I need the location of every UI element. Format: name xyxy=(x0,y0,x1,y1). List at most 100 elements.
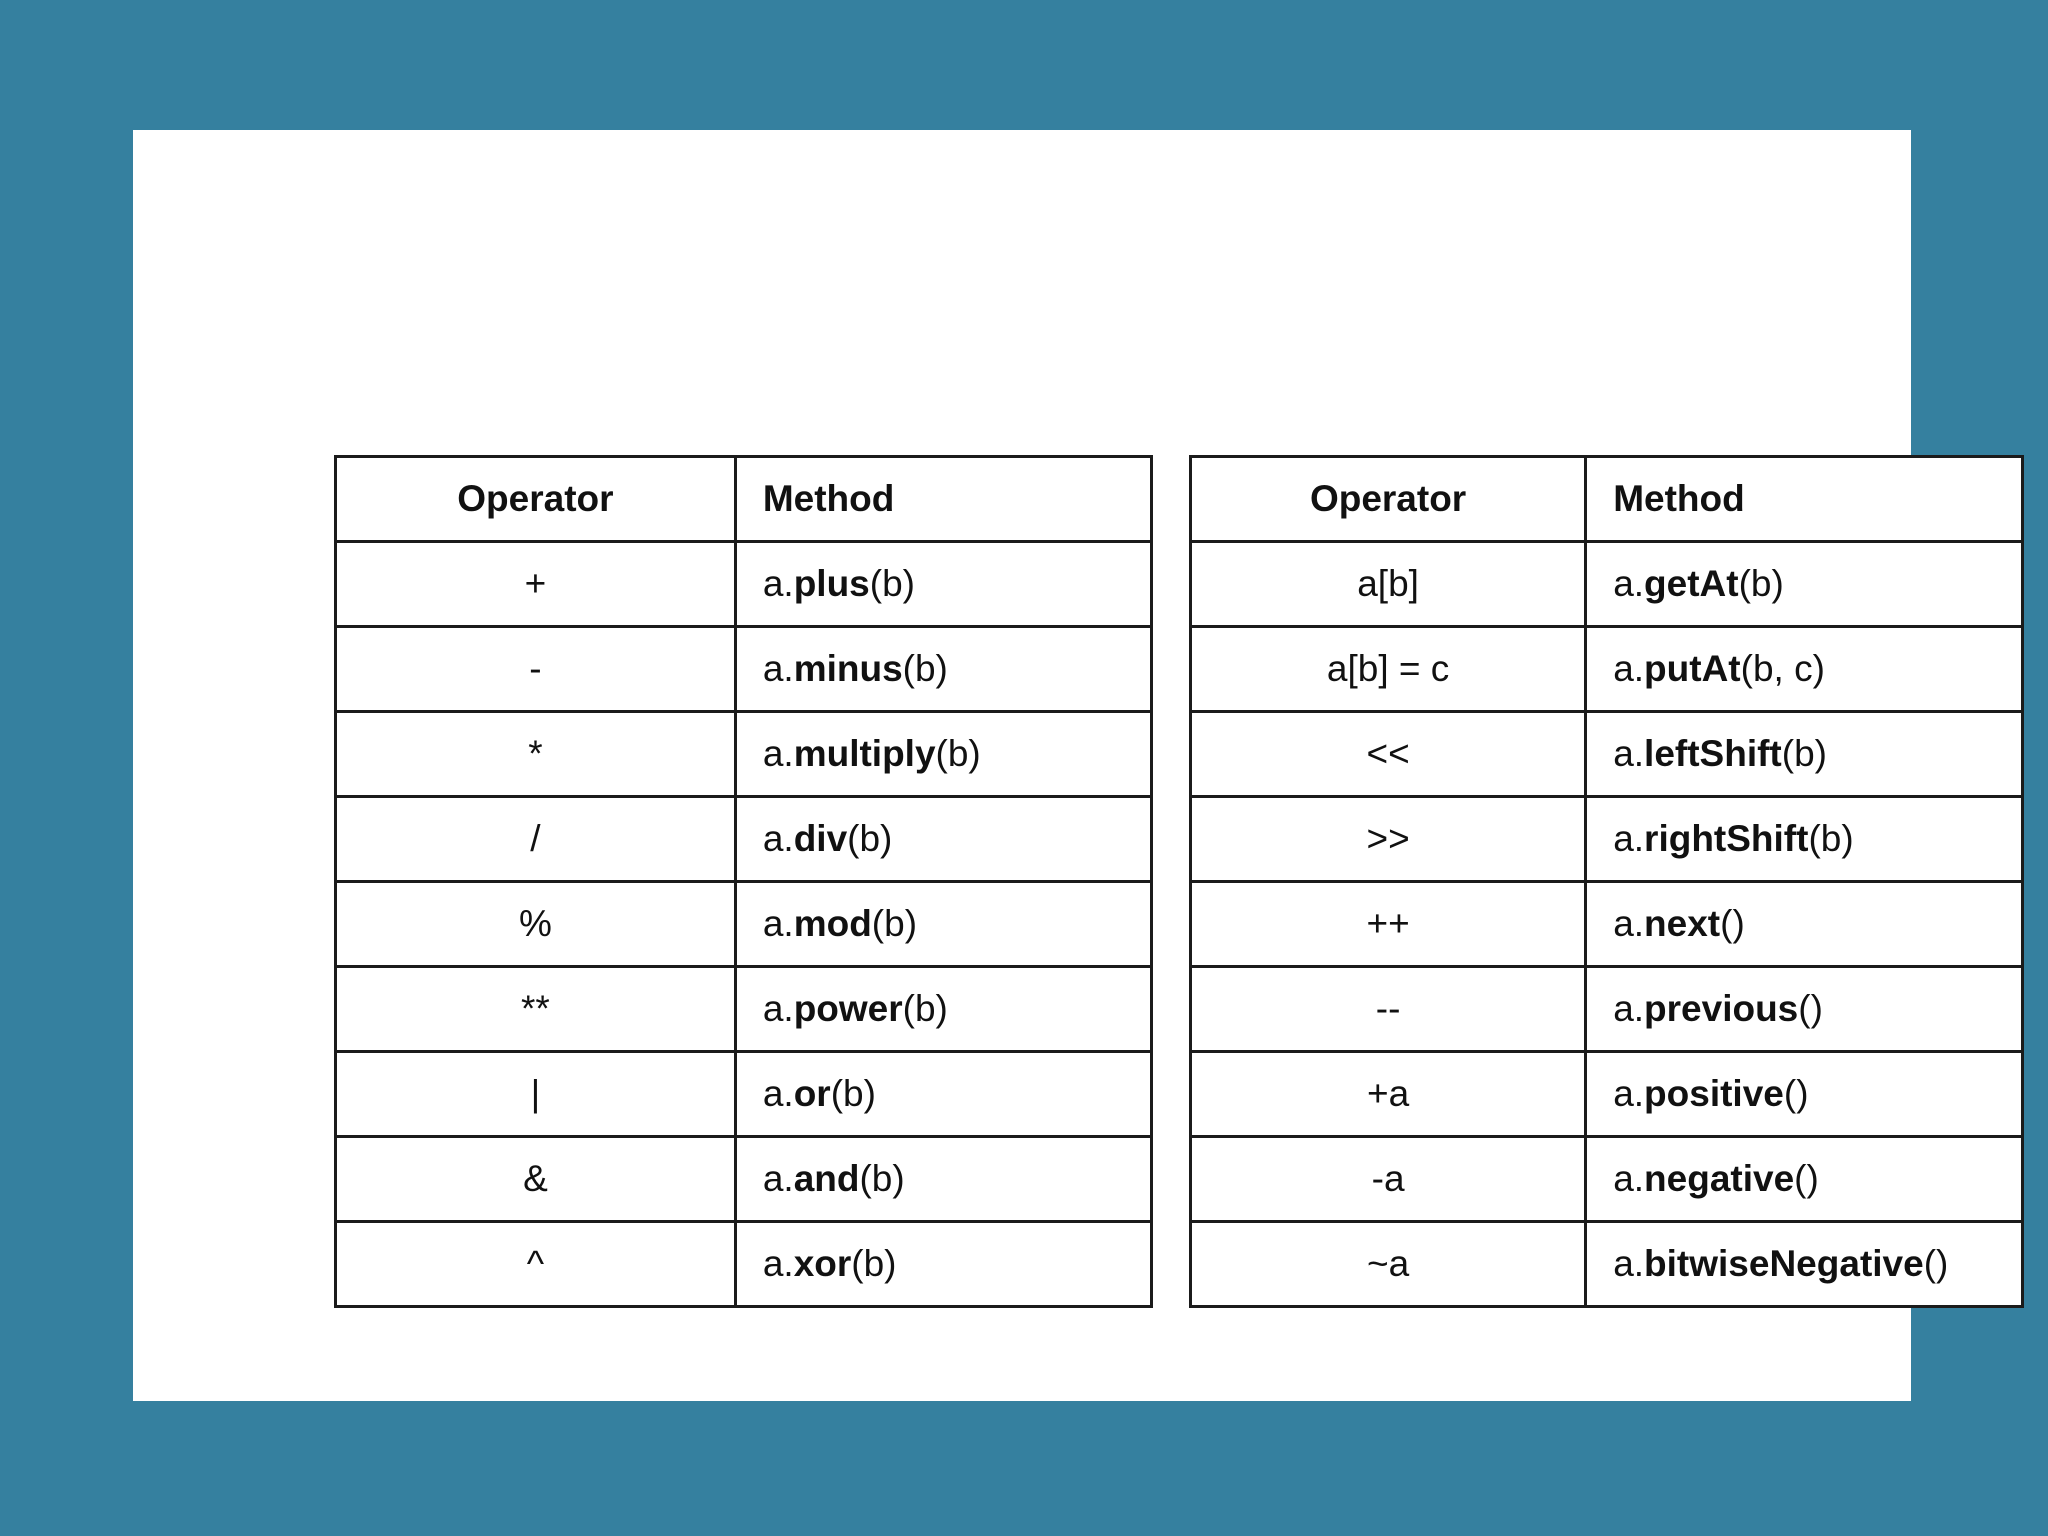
operator-cell: << xyxy=(1188,710,1588,798)
method-cell: a.xor(b) xyxy=(733,1220,1154,1308)
column-header-operator: Operator xyxy=(1188,455,1588,543)
method-prefix: a. xyxy=(1613,988,1645,1029)
operator-cell: ++ xyxy=(1188,880,1588,968)
method-cell: a.multiply(b) xyxy=(733,710,1154,798)
table-row: % a.mod(b) xyxy=(334,880,1154,968)
method-name: and xyxy=(793,1158,860,1199)
operator-cell: | xyxy=(334,1050,737,1138)
method-args: (b) xyxy=(902,648,948,689)
method-args: (b) xyxy=(859,1158,905,1199)
operator-cell: + xyxy=(334,540,737,628)
content-card: Operator Method + a.plus(b) - a.minus(b)… xyxy=(133,130,2024,1401)
column-header-operator: Operator xyxy=(334,455,737,543)
method-prefix: a. xyxy=(762,563,794,604)
method-prefix: a. xyxy=(1613,1243,1645,1284)
method-prefix: a. xyxy=(1613,563,1645,604)
method-name: putAt xyxy=(1644,648,1741,689)
method-name: negative xyxy=(1644,1158,1795,1199)
method-args: (b) xyxy=(830,1073,876,1114)
operator-cell: / xyxy=(334,795,737,883)
operator-cell: >> xyxy=(1188,795,1588,883)
method-prefix: a. xyxy=(762,1073,794,1114)
operator-cell: ~a xyxy=(1188,1220,1588,1308)
method-prefix: a. xyxy=(762,818,794,859)
method-args: (b) xyxy=(902,988,948,1029)
method-prefix: a. xyxy=(762,1243,794,1284)
method-args: (b) xyxy=(847,818,893,859)
column-header-method: Method xyxy=(733,455,1154,543)
column-header-method: Method xyxy=(1584,455,2024,543)
method-args: () xyxy=(1798,988,1823,1029)
method-cell: a.leftShift(b) xyxy=(1584,710,2024,798)
method-name: rightShift xyxy=(1644,818,1809,859)
method-cell: a.minus(b) xyxy=(733,625,1154,713)
table-row: << a.leftShift(b) xyxy=(1188,710,2024,798)
table-row: * a.multiply(b) xyxy=(334,710,1154,798)
method-prefix: a. xyxy=(762,1158,794,1199)
table-row: >> a.rightShift(b) xyxy=(1188,795,2024,883)
method-cell: a.power(b) xyxy=(733,965,1154,1053)
table-row: + a.plus(b) xyxy=(334,540,1154,628)
method-prefix: a. xyxy=(1613,1158,1645,1199)
table-header-row: Operator Method xyxy=(1188,455,2024,543)
operator-cell: % xyxy=(334,880,737,968)
operator-cell: & xyxy=(334,1135,737,1223)
table-row: ~a a.bitwiseNegative() xyxy=(1188,1220,2024,1308)
method-name: bitwiseNegative xyxy=(1644,1243,1924,1284)
method-name: minus xyxy=(793,648,903,689)
table-header-row: Operator Method xyxy=(334,455,1154,543)
method-prefix: a. xyxy=(1613,648,1645,689)
method-name: next xyxy=(1644,903,1721,944)
method-prefix: a. xyxy=(1613,903,1645,944)
method-args: (b) xyxy=(1808,818,1854,859)
method-name: xor xyxy=(793,1243,852,1284)
operator-cell: a[b] = c xyxy=(1188,625,1588,713)
operator-cell: a[b] xyxy=(1188,540,1588,628)
method-cell: a.getAt(b) xyxy=(1584,540,2024,628)
method-args: () xyxy=(1794,1158,1819,1199)
table-row: - a.minus(b) xyxy=(334,625,1154,713)
table-row: ++ a.next() xyxy=(1188,880,2024,968)
method-prefix: a. xyxy=(762,733,794,774)
method-cell: a.mod(b) xyxy=(733,880,1154,968)
method-args: (b) xyxy=(869,563,915,604)
method-prefix: a. xyxy=(1613,818,1645,859)
method-prefix: a. xyxy=(762,648,794,689)
operator-cell: -- xyxy=(1188,965,1588,1053)
table-row: | a.or(b) xyxy=(334,1050,1154,1138)
method-name: multiply xyxy=(793,733,936,774)
method-name: positive xyxy=(1644,1073,1784,1114)
method-cell: a.and(b) xyxy=(733,1135,1154,1223)
method-name: div xyxy=(793,818,848,859)
method-prefix: a. xyxy=(762,903,794,944)
method-cell: a.rightShift(b) xyxy=(1584,795,2024,883)
method-cell: a.negative() xyxy=(1584,1135,2024,1223)
table-row: a[b] a.getAt(b) xyxy=(1188,540,2024,628)
method-cell: a.bitwiseNegative() xyxy=(1584,1220,2024,1308)
table-row: +a a.positive() xyxy=(1188,1050,2024,1138)
method-prefix: a. xyxy=(762,988,794,1029)
method-cell: a.putAt(b, c) xyxy=(1584,625,2024,713)
operator-method-table-right: Operator Method a[b] a.getAt(b) a[b] = c… xyxy=(1188,455,2024,1308)
method-name: plus xyxy=(793,563,870,604)
table-row: & a.and(b) xyxy=(334,1135,1154,1223)
method-name: leftShift xyxy=(1644,733,1782,774)
table-row: a[b] = c a.putAt(b, c) xyxy=(1188,625,2024,713)
method-prefix: a. xyxy=(1613,1073,1645,1114)
method-name: power xyxy=(793,988,903,1029)
method-cell: a.previous() xyxy=(1584,965,2024,1053)
operator-cell: +a xyxy=(1188,1050,1588,1138)
method-cell: a.div(b) xyxy=(733,795,1154,883)
operator-cell: ** xyxy=(334,965,737,1053)
operator-cell: ^ xyxy=(334,1220,737,1308)
method-args: (b) xyxy=(1781,733,1827,774)
method-cell: a.or(b) xyxy=(733,1050,1154,1138)
method-args: () xyxy=(1783,1073,1809,1114)
operator-cell: * xyxy=(334,710,737,798)
method-cell: a.plus(b) xyxy=(733,540,1154,628)
table-row: ** a.power(b) xyxy=(334,965,1154,1053)
method-args: (b) xyxy=(871,903,918,944)
method-name: getAt xyxy=(1644,563,1739,604)
method-name: mod xyxy=(793,903,872,944)
operator-cell: -a xyxy=(1188,1135,1588,1223)
